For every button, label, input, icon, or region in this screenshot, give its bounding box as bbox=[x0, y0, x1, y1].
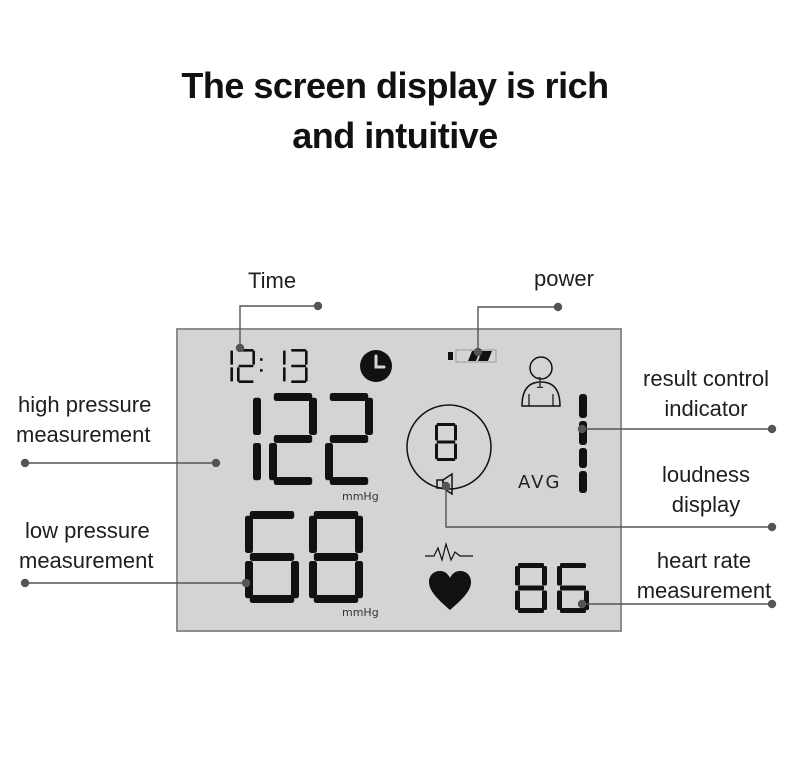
segment-d bbox=[273, 477, 313, 485]
segment-e bbox=[309, 561, 317, 599]
heading-line-1: The screen display is rich bbox=[181, 65, 609, 106]
user-number: 1 bbox=[535, 374, 545, 392]
segment-g bbox=[238, 364, 254, 368]
heart-rate-label-2: measurement bbox=[636, 578, 772, 603]
segment-g bbox=[313, 553, 359, 561]
colon-dot bbox=[260, 358, 263, 361]
volume-digit bbox=[435, 423, 457, 461]
colon-dot bbox=[260, 369, 263, 372]
segment-g bbox=[273, 435, 313, 443]
clock-icon bbox=[360, 350, 392, 382]
diastolic-value bbox=[245, 511, 363, 603]
segment-b bbox=[230, 350, 233, 365]
segment-g bbox=[291, 364, 307, 368]
time-label: Time bbox=[248, 268, 297, 293]
volume-indicator bbox=[406, 404, 492, 490]
systolic-unit: mmHg bbox=[342, 490, 379, 503]
segment-d bbox=[560, 608, 586, 613]
segment-g bbox=[249, 553, 295, 561]
segment-e bbox=[269, 443, 277, 481]
segment-e bbox=[435, 443, 438, 460]
segment-a bbox=[313, 511, 359, 519]
segment-c bbox=[355, 561, 363, 599]
user-icon bbox=[521, 356, 561, 407]
segment-c bbox=[454, 443, 457, 460]
segment-a bbox=[273, 393, 313, 401]
segment-f bbox=[435, 424, 438, 441]
segment-a bbox=[329, 393, 369, 401]
segment-d bbox=[329, 477, 369, 485]
segment-e bbox=[325, 443, 333, 481]
segment-a bbox=[291, 349, 307, 352]
segment-g bbox=[560, 585, 586, 591]
segment-a bbox=[518, 563, 544, 568]
lcd-screen: mmHg mmHg 1 AVG bbox=[176, 328, 622, 632]
segment-e bbox=[245, 561, 253, 599]
low-pressure-label-2: measurement bbox=[19, 548, 154, 573]
segment-f bbox=[557, 566, 562, 586]
segment-d bbox=[238, 380, 254, 383]
low-pressure-label-1: low pressure bbox=[25, 518, 150, 543]
segment-c bbox=[283, 367, 286, 382]
segment-c bbox=[253, 443, 261, 481]
pulse-value bbox=[515, 563, 589, 613]
diastolic-unit: mmHg bbox=[342, 606, 379, 619]
segment-d bbox=[249, 595, 295, 603]
segment-c bbox=[542, 590, 547, 610]
segment-b bbox=[454, 424, 457, 441]
result-control-label-2: indicator bbox=[664, 396, 748, 421]
avg-label: AVG bbox=[518, 472, 562, 493]
heading-line-2: and intuitive bbox=[292, 115, 498, 156]
segment-g bbox=[329, 435, 369, 443]
segment-e bbox=[237, 367, 240, 382]
segment-d bbox=[313, 595, 359, 603]
high-pressure-label-1: high pressure bbox=[18, 392, 152, 417]
segment-b bbox=[253, 397, 261, 435]
segment-g bbox=[518, 585, 544, 591]
heart-rate-label-1: heart rate bbox=[656, 548, 752, 573]
pulse-wave-icon bbox=[425, 542, 473, 563]
result-control-label-1: result control bbox=[643, 366, 769, 391]
segment-c bbox=[291, 561, 299, 599]
segment-e bbox=[515, 590, 520, 610]
systolic-value bbox=[253, 393, 373, 485]
segment-f bbox=[515, 566, 520, 586]
segment-d bbox=[436, 458, 456, 461]
segment-a bbox=[249, 511, 295, 519]
segment-a bbox=[436, 423, 456, 426]
segment-f bbox=[245, 515, 253, 553]
segment-b bbox=[305, 350, 308, 365]
segment-d bbox=[291, 380, 307, 383]
segment-a bbox=[560, 563, 586, 568]
loudness-label-2: display bbox=[671, 492, 741, 517]
segment-b bbox=[355, 515, 363, 553]
heart-icon bbox=[429, 571, 471, 610]
segment-c bbox=[230, 367, 233, 382]
segment-b bbox=[542, 566, 547, 586]
segment-b bbox=[283, 350, 286, 365]
segment-b bbox=[252, 350, 255, 365]
segment-g bbox=[436, 440, 456, 444]
segment-e bbox=[557, 590, 562, 610]
loudness-label-1: loudness bbox=[661, 462, 751, 487]
segment-d bbox=[518, 608, 544, 613]
power-label: power bbox=[534, 266, 594, 291]
segment-f bbox=[309, 515, 317, 553]
high-pressure-label-2: measurement bbox=[16, 422, 151, 447]
segment-b bbox=[309, 397, 317, 435]
time-display bbox=[230, 349, 308, 383]
segment-b bbox=[365, 397, 373, 435]
segment-c bbox=[305, 367, 308, 382]
